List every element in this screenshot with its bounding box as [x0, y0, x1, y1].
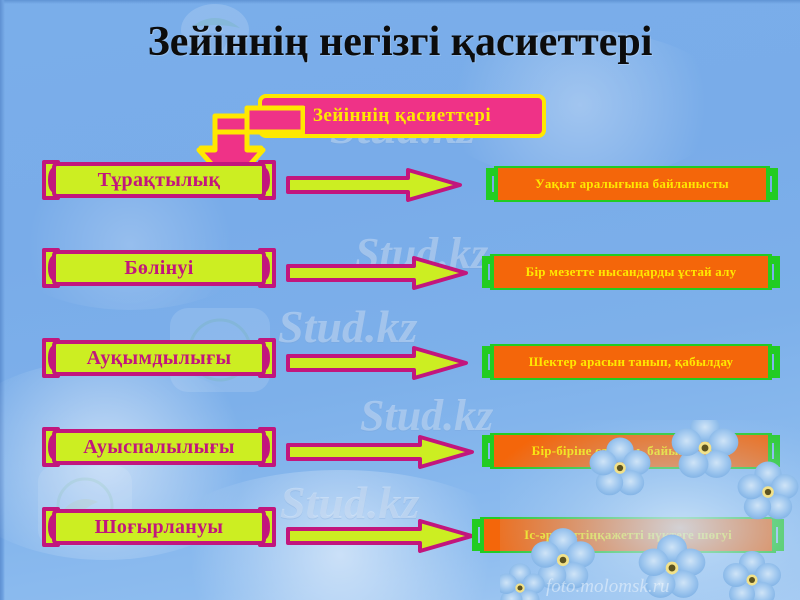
property-box[interactable]: Тұрақтылық [40, 158, 278, 202]
arrow-right-icon [286, 256, 468, 290]
slide-title: Зейіннің негізгі қасиеттері [147, 19, 653, 65]
arrow-right-icon [286, 168, 462, 202]
property-plaque-shape [42, 248, 276, 288]
description-box[interactable]: Уақыт аралығына байланысты [486, 166, 778, 202]
slide-edge-top [0, 0, 800, 4]
property-plaque-shape [42, 160, 276, 200]
property-box[interactable]: Ауқымдылығы [40, 336, 278, 380]
property-row: Тұрақтылық Уақыт аралығына байланысты [0, 158, 800, 208]
property-row: Шоғырлануы Іс-әрекеттіңқажетті нүктеге ш… [0, 505, 800, 555]
root-node-label: Зейіннің қасиеттері [312, 105, 492, 126]
description-plaque-shape [482, 254, 780, 290]
property-plaque-shape [42, 507, 276, 547]
description-box[interactable]: Бір мезетте нысандарды ұстай алу [482, 254, 780, 290]
property-row: Бөлінуі Бір мезетте нысандарды ұстай алу [0, 246, 800, 296]
property-plaque-shape [42, 338, 276, 378]
property-box[interactable]: Шоғырлануы [40, 505, 278, 549]
description-plaque-shape [482, 433, 780, 469]
property-row: Ауыспалылығы Бір-біріне саналы, байыпты … [0, 425, 800, 475]
description-box[interactable]: Іс-әрекеттіңқажетті нүктеге шөгуі [472, 517, 784, 553]
description-plaque-shape [482, 344, 780, 380]
photo-credit-watermark: foto.molomsk.ru [546, 576, 670, 597]
description-plaque-shape [486, 166, 778, 202]
description-plaque-shape [472, 517, 784, 553]
property-plaque-shape [42, 427, 276, 467]
property-row: Ауқымдылығы Шектер арасын танып, қабылда… [0, 336, 800, 386]
root-node-attention-properties[interactable]: Зейіннің қасиеттері [258, 94, 546, 138]
arrow-right-icon [286, 346, 468, 380]
property-box[interactable]: Ауыспалылығы [40, 425, 278, 469]
description-box[interactable]: Шектер арасын танып, қабылдау [482, 344, 780, 380]
arrow-right-icon [286, 519, 474, 553]
property-box[interactable]: Бөлінуі [40, 246, 278, 290]
description-box[interactable]: Бір-біріне саналы, байыпты өтуі [482, 433, 780, 469]
arrow-right-icon [286, 435, 474, 469]
